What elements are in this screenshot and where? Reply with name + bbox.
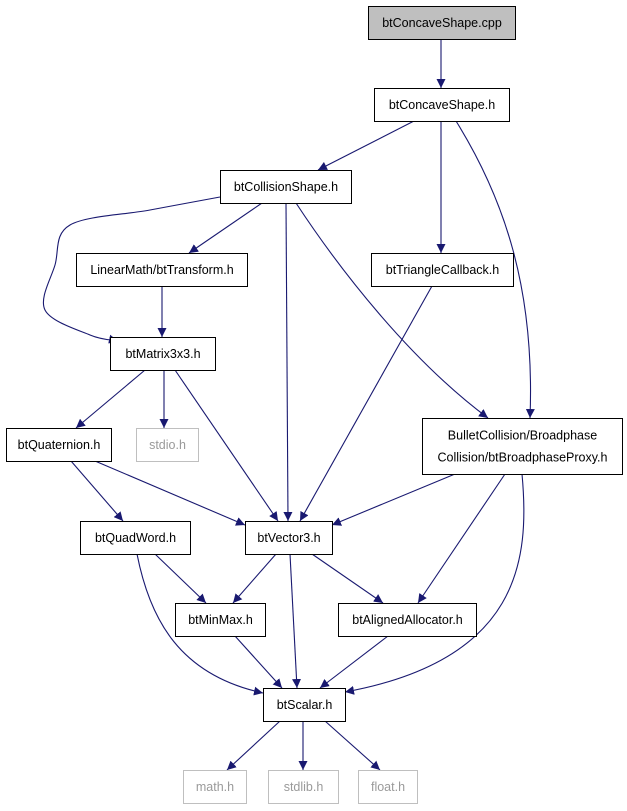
edge-btVector3-h-to-btMinMax-h bbox=[232, 553, 277, 604]
edge-btVector3-h-to-btAlignedAllocator-h bbox=[311, 553, 384, 604]
node-btBroadphaseProxy-h[interactable]: BulletCollision/BroadphaseCollision/btBr… bbox=[422, 418, 623, 475]
node-btTriangleCallback-h[interactable]: btTriangleCallback.h bbox=[371, 253, 514, 287]
edge-btMatrix3x3-h-to-btVector3-h bbox=[174, 369, 279, 522]
node-label: btTriangleCallback.h bbox=[386, 263, 500, 277]
node-btQuadWord-h[interactable]: btQuadWord.h bbox=[80, 521, 191, 555]
node-box bbox=[374, 88, 510, 122]
node-box bbox=[80, 521, 191, 555]
edge-btBroadphaseProxy-h-to-btAlignedAllocator-h bbox=[417, 473, 506, 604]
node-label: BulletCollision/Broadphase bbox=[448, 428, 597, 442]
node-btConcaveShape-h[interactable]: btConcaveShape.h bbox=[374, 88, 510, 122]
edge-btScalar-h-to-float-h bbox=[324, 720, 381, 771]
node-label: btConcaveShape.h bbox=[389, 98, 495, 112]
node-label: btMinMax.h bbox=[188, 613, 253, 627]
node-btVector3-h[interactable]: btVector3.h bbox=[245, 521, 333, 555]
node-stdlib-h: stdlib.h bbox=[268, 770, 339, 804]
node-stdio-h: stdio.h bbox=[136, 428, 199, 462]
node-box bbox=[110, 337, 216, 371]
node-box bbox=[183, 770, 247, 804]
node-label: stdlib.h bbox=[284, 780, 324, 794]
node-btTransform-h[interactable]: LinearMath/btTransform.h bbox=[76, 253, 248, 287]
node-box bbox=[76, 253, 248, 287]
edge-btTriangleCallback-h-to-btVector3-h bbox=[299, 285, 433, 522]
node-box bbox=[6, 428, 112, 462]
edge-btBroadphaseProxy-h-to-btScalar-h bbox=[344, 473, 525, 695]
node-label: float.h bbox=[371, 780, 405, 794]
edge-btQuadWord-h-to-btScalar-h bbox=[136, 553, 264, 696]
node-btMatrix3x3-h[interactable]: btMatrix3x3.h bbox=[110, 337, 216, 371]
edge-btConcaveShape-h-to-btCollisionShape-h bbox=[317, 120, 415, 171]
nodes-layer: btConcaveShape.cpp btConcaveShape.h btColl… bbox=[6, 6, 623, 804]
node-box bbox=[338, 603, 477, 637]
node-label: btQuaternion.h bbox=[18, 438, 101, 452]
node-btMinMax-h[interactable]: btMinMax.h bbox=[175, 603, 266, 637]
node-label: btVector3.h bbox=[257, 531, 320, 545]
edge-btCollisionShape-h-to-btMatrix3x3-h bbox=[42, 196, 221, 344]
edge-btAlignedAllocator-h-to-btScalar-h bbox=[319, 635, 389, 689]
node-label: btScalar.h bbox=[277, 698, 333, 712]
edge-btQuadWord-h-to-btMinMax-h bbox=[154, 553, 207, 604]
node-float-h: float.h bbox=[358, 770, 418, 804]
node-box bbox=[268, 770, 339, 804]
node-label: Collision/btBroadphaseProxy.h bbox=[437, 450, 607, 464]
node-box bbox=[245, 521, 333, 555]
node-btConcaveShape-cpp[interactable]: btConcaveShape.cpp bbox=[368, 6, 516, 40]
node-box bbox=[368, 6, 516, 40]
edge-btScalar-h-to-math-h bbox=[226, 720, 281, 771]
node-box bbox=[263, 688, 346, 722]
edge-btCollisionShape-h-to-btVector3-h bbox=[283, 202, 293, 522]
edge-btQuaternion-h-to-btVector3-h bbox=[94, 460, 246, 526]
node-btAlignedAllocator-h[interactable]: btAlignedAllocator.h bbox=[338, 603, 477, 637]
edge-btCollisionShape-h-to-btTransform-h bbox=[188, 202, 263, 254]
edges-layer bbox=[42, 39, 535, 771]
edge-btCollisionShape-h-to-btBroadphaseProxy-h bbox=[295, 202, 489, 419]
node-label: btAlignedAllocator.h bbox=[352, 613, 463, 627]
node-label: btQuadWord.h bbox=[95, 531, 176, 545]
node-box bbox=[136, 428, 199, 462]
node-label: btCollisionShape.h bbox=[234, 180, 338, 194]
node-btScalar-h[interactable]: btScalar.h bbox=[263, 688, 346, 722]
node-label: LinearMath/btTransform.h bbox=[90, 263, 233, 277]
node-label: math.h bbox=[196, 780, 234, 794]
node-btQuaternion-h[interactable]: btQuaternion.h bbox=[6, 428, 112, 462]
node-box bbox=[358, 770, 418, 804]
edge-btVector3-h-to-btScalar-h bbox=[289, 553, 302, 689]
node-box bbox=[220, 170, 352, 204]
node-label: btMatrix3x3.h bbox=[125, 347, 200, 361]
node-label: btConcaveShape.cpp bbox=[382, 16, 502, 30]
edge-btMinMax-h-to-btScalar-h bbox=[234, 635, 283, 689]
edge-btConcaveShape-h-to-btBroadphaseProxy-h bbox=[455, 120, 535, 419]
node-math-h: math.h bbox=[183, 770, 247, 804]
node-box bbox=[371, 253, 514, 287]
edge-btBroadphaseProxy-h-to-btVector3-h bbox=[331, 473, 456, 526]
edge-btMatrix3x3-h-to-btQuaternion-h bbox=[75, 369, 146, 429]
node-label: stdio.h bbox=[149, 438, 186, 452]
node-btCollisionShape-h[interactable]: btCollisionShape.h bbox=[220, 170, 352, 204]
node-box bbox=[422, 418, 623, 475]
node-box bbox=[175, 603, 266, 637]
edge-btQuaternion-h-to-btQuadWord-h bbox=[70, 460, 124, 522]
